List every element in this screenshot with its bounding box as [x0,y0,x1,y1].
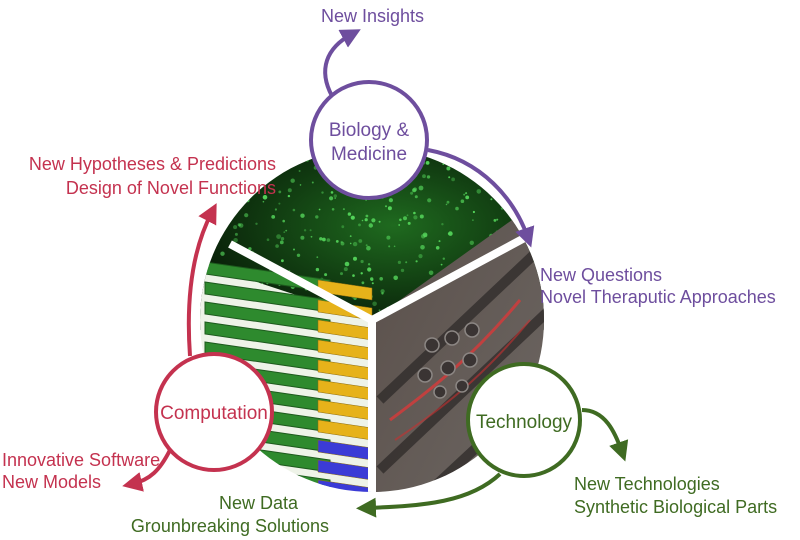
output-design-functions: Design of Novel Functions [66,178,276,198]
output-innovative-software: Innovative Software [2,450,160,470]
computation-node: Computation [154,352,274,472]
biology-label-line1: Biology & [329,120,410,141]
biology-label-line2: Medicine [331,144,407,165]
arrow-biology-to-questions [427,148,535,248]
arrow-technology-to-data [356,472,502,518]
technology-label: Technology [476,412,573,433]
output-new-hypotheses: New Hypotheses & Predictions [29,154,276,174]
output-new-insights: New Insights [321,6,424,26]
technology-node: Technology [466,362,582,478]
arrow-computation-to-software [122,449,172,492]
biology-medicine-node: Biology & Medicine [309,80,429,200]
arrow-biology-to-insights [323,29,361,97]
output-groundbreaking: Grounbreaking Solutions [131,516,329,536]
output-synthetic-parts: Synthetic Biological Parts [574,497,777,517]
computation-label: Computation [160,403,268,424]
output-new-models: New Models [2,472,101,492]
output-new-data: New Data [219,493,299,513]
image-disc [200,148,544,492]
arrow-computation-to-hypotheses [186,203,217,357]
output-novel-therapeutic: Novel Theraputic Approaches [540,287,776,307]
output-new-questions: New Questions [540,265,662,285]
arrow-technology-to-new-tech [581,408,629,462]
output-new-technologies: New Technologies [574,474,720,494]
